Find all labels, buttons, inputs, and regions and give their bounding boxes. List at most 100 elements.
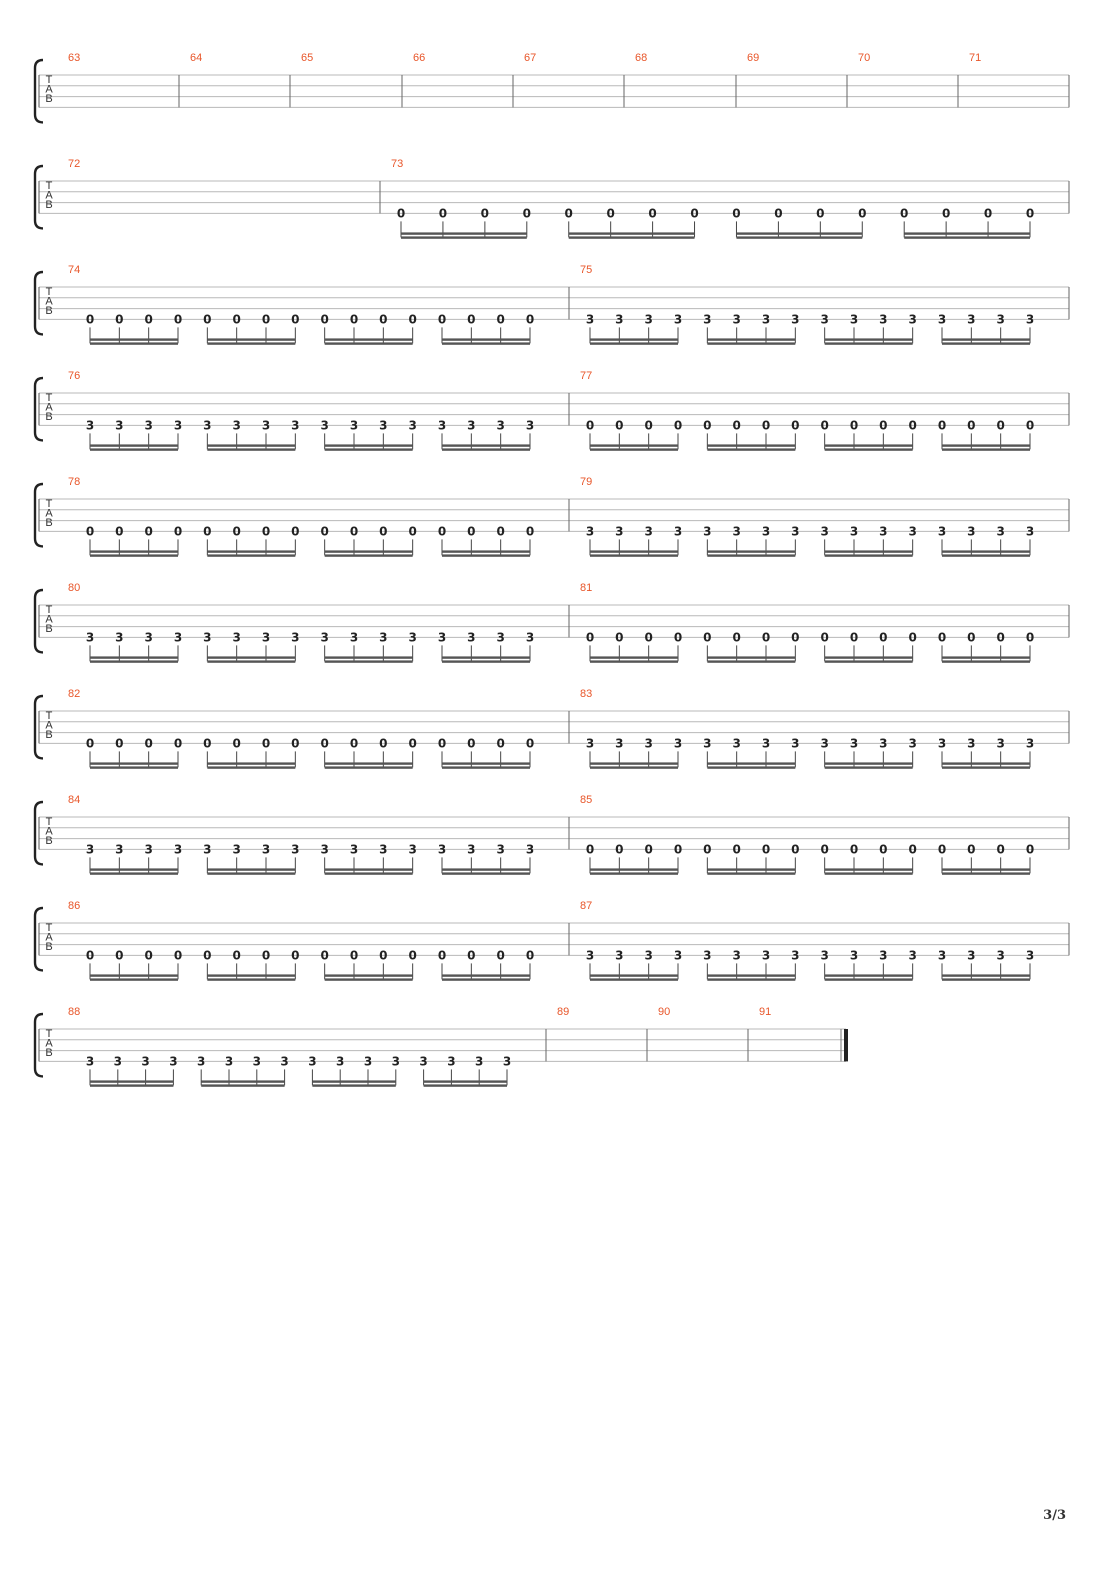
fret-number: 0: [439, 206, 447, 220]
beam-primary: [942, 656, 1030, 659]
fret-number: 3: [114, 1054, 122, 1068]
fret-number: 3: [392, 1054, 400, 1068]
beam-primary: [207, 974, 296, 977]
fret-number: 3: [762, 948, 770, 962]
fret-number: 3: [967, 948, 975, 962]
fret-number: 0: [467, 312, 475, 326]
measure-number: 67: [524, 52, 536, 64]
beam-secondary: [707, 554, 796, 557]
beam-primary: [824, 338, 913, 341]
beam-primary: [824, 550, 913, 553]
fret-number: 3: [879, 736, 887, 750]
beam-secondary: [207, 554, 296, 557]
fret-number: 0: [320, 736, 328, 750]
fret-number: 3: [938, 312, 946, 326]
fret-number: 3: [938, 948, 946, 962]
fret-number: 3: [86, 630, 94, 644]
fret-number: 0: [174, 312, 182, 326]
beam-primary: [824, 974, 913, 977]
fret-number: 3: [291, 418, 299, 432]
tab-clef-letter: T: [46, 922, 53, 934]
tab-clef-letter: T: [46, 74, 53, 86]
fret-number: 0: [144, 524, 152, 538]
fret-number: 0: [732, 418, 740, 432]
fret-number: 0: [408, 736, 416, 750]
fret-number: 0: [703, 630, 711, 644]
fret-number: 3: [379, 842, 387, 856]
fret-number: 0: [408, 524, 416, 538]
fret-number: 0: [291, 736, 299, 750]
fret-number: 3: [115, 630, 123, 644]
beam-secondary: [824, 978, 913, 981]
fret-number: 3: [586, 736, 594, 750]
fret-number: 0: [1026, 418, 1034, 432]
beam-primary: [312, 1080, 396, 1083]
fret-number: 0: [565, 206, 573, 220]
fret-number: 0: [86, 312, 94, 326]
beam-primary: [324, 762, 413, 765]
beam-secondary: [590, 342, 678, 345]
fret-number: 3: [86, 842, 94, 856]
fret-number: 3: [280, 1054, 288, 1068]
beam-primary: [90, 868, 178, 871]
beam-primary: [442, 338, 530, 341]
fret-number: 0: [320, 524, 328, 538]
beam-secondary: [590, 872, 678, 875]
fret-number: 3: [879, 312, 887, 326]
fret-number: 0: [762, 418, 770, 432]
fret-number: 0: [86, 948, 94, 962]
tab-clef-letter: A: [45, 932, 53, 944]
beam-secondary: [324, 448, 413, 451]
fret-number: 3: [203, 418, 211, 432]
fret-number: 3: [467, 630, 475, 644]
tab-clef-letter: B: [45, 623, 52, 635]
fret-number: 3: [762, 312, 770, 326]
fret-number: 0: [984, 206, 992, 220]
fret-number: 0: [115, 948, 123, 962]
fret-number: 3: [320, 630, 328, 644]
beam-primary: [942, 868, 1030, 871]
fret-number: 3: [408, 418, 416, 432]
fret-number: 3: [86, 1054, 94, 1068]
fret-number: 3: [408, 842, 416, 856]
fret-number: 3: [644, 312, 652, 326]
fret-number: 3: [262, 630, 270, 644]
fret-number: 3: [820, 312, 828, 326]
final-barline-thick: [844, 1029, 848, 1062]
measure-number: 69: [747, 52, 759, 64]
beam-secondary: [942, 660, 1030, 663]
beam-secondary: [442, 342, 530, 345]
fret-number: 3: [615, 524, 623, 538]
beam-primary: [590, 338, 678, 341]
page-number: 3/3: [1043, 1508, 1066, 1523]
fret-number: 0: [615, 842, 623, 856]
fret-number: 0: [526, 312, 534, 326]
beam-secondary: [90, 660, 178, 663]
beam-secondary: [207, 342, 296, 345]
beam-secondary: [824, 766, 913, 769]
fret-number: 0: [291, 312, 299, 326]
beam-primary: [324, 974, 413, 977]
fret-number: 3: [438, 418, 446, 432]
tab-clef-letter: T: [46, 816, 53, 828]
beam-secondary: [207, 660, 296, 663]
fret-number: 0: [791, 418, 799, 432]
fret-number: 3: [791, 948, 799, 962]
fret-number: 0: [732, 630, 740, 644]
fret-number: 3: [703, 524, 711, 538]
fret-number: 3: [791, 312, 799, 326]
fret-number: 3: [350, 630, 358, 644]
fret-number: 3: [703, 736, 711, 750]
fret-number: 0: [379, 736, 387, 750]
tab-clef-letter: A: [45, 190, 53, 202]
fret-number: 3: [174, 630, 182, 644]
fret-number: 3: [86, 418, 94, 432]
beam-primary: [90, 1080, 174, 1083]
beam-secondary: [312, 1084, 396, 1087]
fret-number: 3: [879, 948, 887, 962]
beam-secondary: [207, 766, 296, 769]
beam-primary: [590, 762, 678, 765]
beam-secondary: [442, 766, 530, 769]
beam-secondary: [707, 872, 796, 875]
fret-number: 0: [820, 630, 828, 644]
